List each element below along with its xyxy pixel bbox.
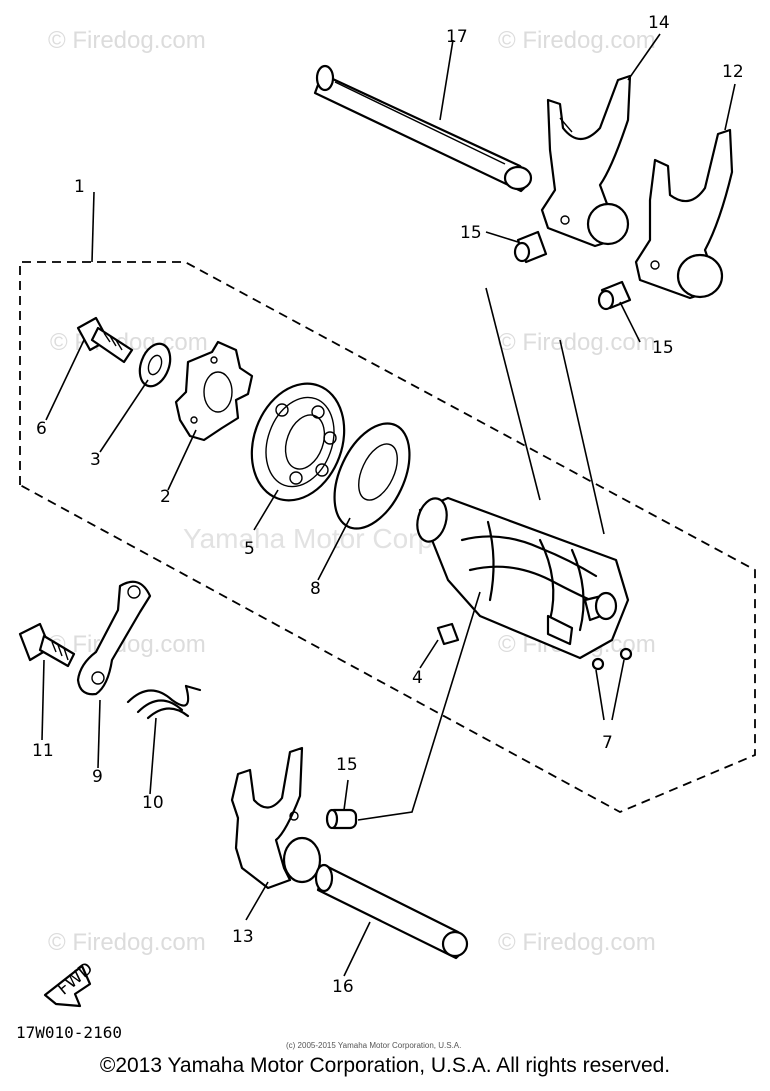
label-part-15-right: 15 xyxy=(652,338,674,358)
watermark-bottom-right: © Firedog.com xyxy=(498,929,656,956)
copyright-footer: ©2013 Yamaha Motor Corporation, U.S.A. A… xyxy=(99,1054,671,1077)
pin-4 xyxy=(436,622,460,646)
label-part-13: 13 xyxy=(232,927,254,947)
label-part-2: 2 xyxy=(160,487,171,507)
assembly-boundary xyxy=(19,261,756,813)
label-part-1: 1 xyxy=(74,177,85,197)
watermark-bottom-left: © Firedog.com xyxy=(48,929,206,956)
shift-fork-13 xyxy=(230,746,322,890)
bearing-5 xyxy=(250,382,346,502)
forward-direction-arrow: FWD xyxy=(43,959,97,1008)
label-part-9: 9 xyxy=(92,767,103,787)
label-part-15-upper: 15 xyxy=(460,223,482,243)
shift-fork-shaft-top xyxy=(313,64,533,193)
shift-cam-segment-2 xyxy=(174,340,254,442)
watermark-top-right: © Firedog.com xyxy=(498,27,656,54)
label-part-8: 8 xyxy=(310,579,321,599)
shift-fork-12 xyxy=(634,128,734,300)
label-part-3: 3 xyxy=(90,450,101,470)
label-part-7: 7 xyxy=(602,733,613,753)
bolt-6 xyxy=(76,316,134,364)
diagram-code: 17W010-2160 xyxy=(16,1023,122,1042)
label-part-11: 11 xyxy=(32,741,54,761)
label-part-6: 6 xyxy=(36,419,47,439)
small-copyright-notice: (c) 2005-2015 Yamaha Motor Corporation, … xyxy=(286,1041,461,1050)
guide-pin-upper-left xyxy=(513,230,548,264)
guide-pin-upper-right xyxy=(597,280,632,311)
label-part-12: 12 xyxy=(722,62,744,82)
washer-3 xyxy=(138,342,172,388)
label-part-5: 5 xyxy=(244,539,255,559)
label-part-4: 4 xyxy=(412,668,423,688)
label-part-15-lower: 15 xyxy=(336,755,358,775)
bolt-11 xyxy=(18,622,76,668)
spring-10 xyxy=(126,684,202,720)
thrust-washer-8 xyxy=(333,422,411,530)
watermark-mid-right: © Firedog.com xyxy=(498,329,656,356)
pins-7 xyxy=(591,647,633,671)
stopper-lever-9 xyxy=(76,580,152,696)
label-part-10: 10 xyxy=(142,793,164,813)
label-part-16: 16 xyxy=(332,977,354,997)
shift-fork-shaft-bottom xyxy=(314,863,469,960)
guide-pin-lower xyxy=(325,808,358,830)
part-labels: 1 2 3 4 5 6 7 8 9 10 11 12 13 14 15 15 1… xyxy=(32,13,744,997)
watermark-top-left: © Firedog.com xyxy=(48,27,206,54)
shift-drum xyxy=(416,496,630,660)
label-part-17: 17 xyxy=(446,27,468,47)
label-part-14: 14 xyxy=(648,13,670,33)
shift-fork-14 xyxy=(540,74,632,248)
leader-lines xyxy=(41,33,736,977)
